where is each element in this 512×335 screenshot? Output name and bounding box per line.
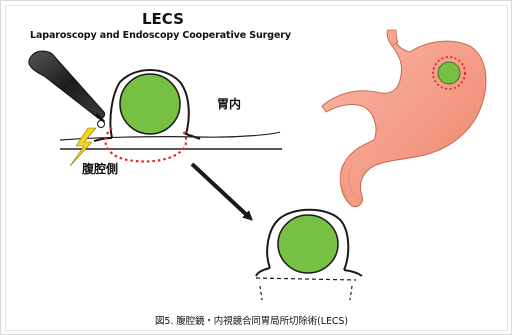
tumor-icon: [438, 62, 460, 84]
diagram-subtitle: Laparoscopy and Endoscopy Cooperative Su…: [30, 30, 291, 41]
tumor-specimen-icon: [278, 215, 338, 273]
figure-caption: 図5. 腹腔鏡・内視鏡合同胃局所切除術(LECS): [155, 313, 348, 327]
label-stomach-inside: 胃内: [217, 95, 241, 112]
label-abdominal-side: 腹腔側: [82, 160, 118, 177]
stomach-wall: [60, 132, 282, 149]
tumor-on-wall: [94, 70, 200, 141]
tumor-icon: [120, 74, 180, 134]
diagonal-arrow-icon: [192, 164, 250, 218]
resected-specimen: [256, 210, 362, 300]
laparoscope-icon: [29, 51, 105, 128]
diagram-title: LECS: [142, 10, 184, 28]
stomach-illustration: [322, 30, 486, 207]
